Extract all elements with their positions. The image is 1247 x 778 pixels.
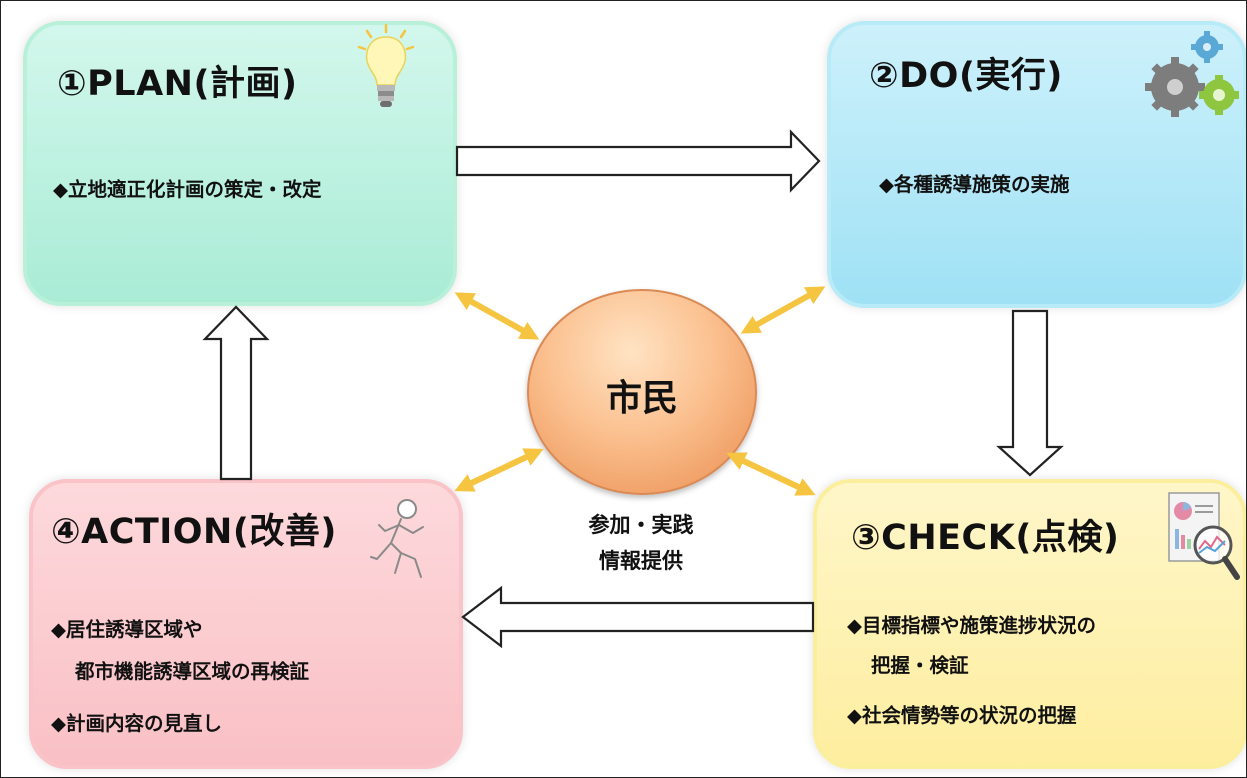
- action-item-continued: 都市機能誘導区域の再検証: [75, 660, 310, 683]
- gears-icon: [1145, 31, 1239, 117]
- action-to-plan-arrow: [202, 305, 270, 481]
- do-item: ◆各種誘導施策の実施: [879, 173, 1070, 196]
- lightbulb-icon: [357, 23, 415, 107]
- information-label: 情報提供: [599, 549, 683, 573]
- running-person-icon: [370, 499, 424, 578]
- check-item: ◆社会情勢等の状況の把握: [847, 704, 1077, 727]
- do-citizen-double-arrow: [740, 286, 826, 334]
- plan-citizen-double-arrow: [454, 292, 540, 340]
- plan-title: ①PLAN(計画): [57, 64, 298, 104]
- citizen-label: 市民: [605, 378, 678, 419]
- action-box: ④ACTION(改善) ◆居住誘導区域や 都市機能誘導区域の再検証 ◆計画内容の…: [29, 479, 463, 769]
- check-title: ③CHECK(点検): [851, 518, 1120, 558]
- check-item: ◆目標指標や施策進捗状況の: [847, 614, 1096, 637]
- action-title: ④ACTION(改善): [51, 512, 337, 552]
- action-item: ◆計画内容の見直し: [51, 712, 222, 735]
- plan-to-do-arrow: [455, 129, 821, 193]
- check-to-action-arrow: [461, 585, 815, 649]
- citizen-circle: 市民: [527, 289, 757, 495]
- check-citizen-double-arrow: [726, 452, 816, 496]
- participation-label: 参加・実践: [588, 513, 694, 537]
- report-magnifier-icon: [1168, 492, 1240, 580]
- action-item: ◆居住誘導区域や: [51, 618, 203, 641]
- do-to-check-arrow: [996, 309, 1064, 477]
- plan-item: ◆立地適正化計画の策定・改定: [53, 178, 322, 201]
- check-item-continued: 把握・検証: [871, 654, 969, 677]
- action-citizen-double-arrow: [454, 448, 544, 492]
- do-title: ②DO(実行): [869, 56, 1063, 96]
